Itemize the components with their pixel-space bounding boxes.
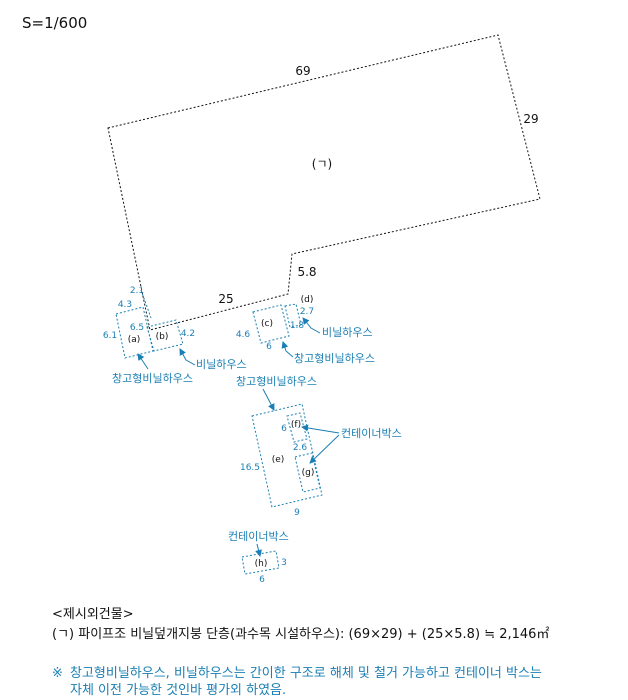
annex-a-leader [140,289,152,319]
leader-e [262,388,275,411]
callout-vinyl-house-b: 비닐하우스 [196,357,247,371]
callout-vinyl-house-d: 비닐하우스 [322,325,373,339]
annex-h-dim-1: 3 [281,558,287,568]
callout-warehouse-greenhouse-a: 창고형비닐하우스 [112,371,193,385]
annex-a-dim-1: 2.1 [130,286,144,296]
annex-h-outline [241,550,280,575]
note-text-1: 창고형비닐하우스, 비닐하우스는 간이한 구조로 해체 및 철거 가능하고 컨테… [70,666,542,681]
annex-h-dim-2: 6 [259,575,265,585]
note-line-1: ※ 창고형비닐하우스, 비닐하우스는 간이한 구조로 해체 및 철거 가능하고 컨… [52,665,622,682]
leader-a [137,353,149,370]
annex-b-dim-1: 4.2 [181,329,195,339]
leader-c [281,341,294,358]
main-building-label: (ㄱ) [312,157,332,171]
annex-f-outline [286,412,308,443]
annex-f-dim-1: 6 [281,424,287,434]
annex-c-label: (c) [261,319,273,329]
main-dim-bottom: 25 [218,292,233,306]
callout-warehouse-greenhouse-c: 창고형비닐하우스 [294,351,375,365]
annex-a-dim-4: 6.5 [130,323,144,333]
scale-label: S=1/600 [22,14,88,32]
legend: <제시외건물> (ㄱ) 파이프조 비닐덮개지붕 단층(과수목 시설하우스): (… [52,605,622,645]
annex-a-dim-3: 6.1 [103,331,117,341]
site-plan-drawing: (ㄱ) 69 29 5.8 25 (a) 2.1 4.3 6.1 6.5 (b)… [103,34,541,585]
main-dim-right: 29 [523,112,538,126]
annex-c-dim-2: 6 [266,342,272,352]
leader-h [255,543,262,557]
annex-c-outline [252,304,290,344]
annex-d-outline [284,303,302,328]
annex-e-outline [251,403,323,508]
annex-g-label: (g) [302,468,315,478]
callout-warehouse-greenhouse-e: 창고형비닐하우스 [236,374,317,388]
main-dim-notch: 5.8 [297,265,316,279]
leader-d [302,317,321,334]
note-mark: ※ [52,666,63,681]
main-dim-top: 69 [295,64,310,78]
main-building-outline [107,34,541,331]
leader-b [179,348,196,366]
callout-container-box-fg: 컨테이너박스 [341,427,402,440]
annex-b-outline [146,319,184,352]
annex-e-dim-1: 16.5 [240,463,260,473]
annex-d-dim-1: 2.7 [300,307,314,317]
annex-a-outline [115,306,154,359]
annex-h-label: (h) [255,559,268,569]
annex-g-dim-1: 2.6 [293,443,308,453]
annex-b-label: (b) [156,332,169,342]
legend-title: <제시외건물> [52,607,134,622]
legend-item: (ㄱ) 파이프조 비닐덮개지붕 단층(과수목 시설하우스): (69×29) +… [52,627,550,642]
annex-c-dim-1: 4.6 [236,330,251,340]
annex-d-dim-2: 1.8 [290,321,305,331]
note: ※ 창고형비닐하우스, 비닐하우스는 간이한 구조로 해체 및 철거 가능하고 컨… [52,665,622,699]
callout-container-box-h: 컨테이너박스 [228,530,289,543]
annex-d-label: (d) [301,295,314,305]
annex-a-dim-2: 4.3 [118,300,132,310]
annex-g-outline [294,452,321,493]
leader-g [309,434,340,464]
annex-f-label: (f) [291,420,301,430]
note-line-2: 자체 이전 가능한 것인바 평가외 하였음. [70,683,287,698]
annex-e-label: (e) [272,455,285,465]
leader-f [301,424,340,434]
annex-e-dim-2: 9 [294,508,300,518]
annex-a-label: (a) [128,335,141,345]
